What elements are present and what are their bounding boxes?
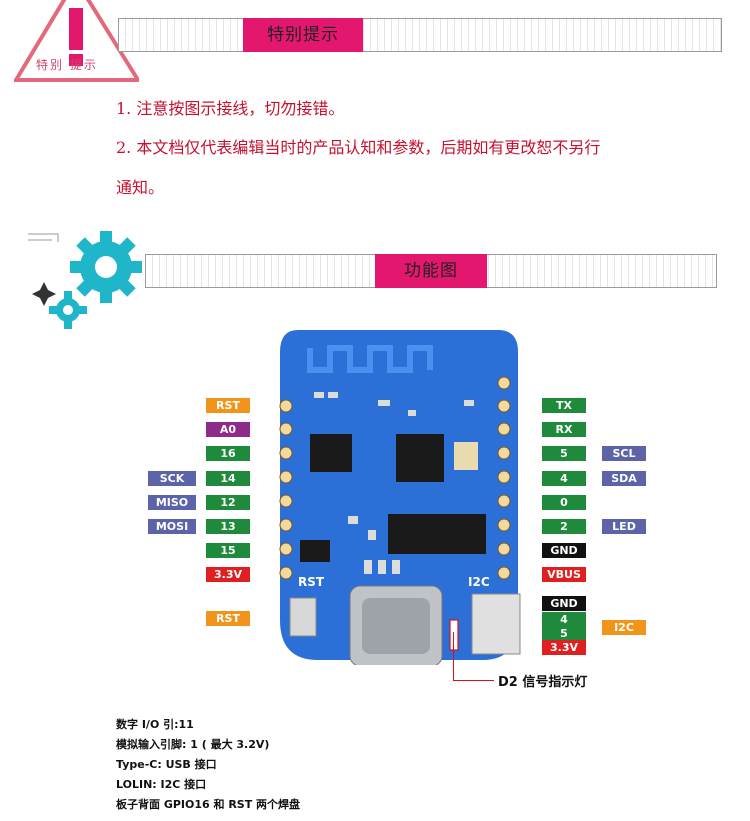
i2c-pin-5: 5 xyxy=(542,626,586,641)
spec-line-5: 板子背面 GPIO16 和 RST 两个焊盘 xyxy=(116,798,301,811)
pin-label-vbus: VBUS xyxy=(542,567,586,582)
board-diagram: RST I2C xyxy=(268,330,528,667)
notice-line-3: 通知。 xyxy=(116,178,165,197)
alt-label-scl: SCL xyxy=(602,446,646,461)
notice-line-1: 1. 注意按图示接线，切勿接错。 xyxy=(116,99,345,118)
alt-label-led: LED xyxy=(602,519,646,534)
warning-triangle-icon xyxy=(12,0,142,82)
pin-label-rx: RX xyxy=(542,422,586,437)
pin-label-a0: A0 xyxy=(206,422,250,437)
rst-button-label: RST xyxy=(206,611,250,626)
spec-line-1: 数字 I/O 引:11 xyxy=(116,718,194,731)
function-banner-title: 功能图 xyxy=(375,254,487,288)
spec-line-4: LOLIN: I2C 接口 xyxy=(116,778,207,791)
i2c-pin-3v3: 3.3V xyxy=(542,640,586,655)
alt-label-miso: MISO xyxy=(148,495,196,510)
warning-badge: 特别 提示 xyxy=(12,0,142,82)
pin-label-0: 0 xyxy=(542,495,586,510)
i2c-pin-4: 4 xyxy=(542,612,586,627)
pin-label-12: 12 xyxy=(206,495,250,510)
pin-label-tx: TX xyxy=(542,398,586,413)
pin-label-15: 15 xyxy=(206,543,250,558)
pin-label-rst: RST xyxy=(206,398,250,413)
pin-label-14: 14 xyxy=(206,471,250,486)
notice-line-2: 2. 本文档仅代表编辑当时的产品认知和参数，后期如有更改恕不另行 xyxy=(116,138,601,157)
pin-label-5: 5 xyxy=(542,446,586,461)
led-callout-line xyxy=(453,632,494,681)
led-callout-text: D2 信号指示灯 xyxy=(498,675,588,690)
silk-i2c: I2C xyxy=(468,575,490,589)
warning-badge-text: 特别 提示 xyxy=(36,58,98,72)
alt-label-mosi: MOSI xyxy=(148,519,196,534)
pin-label-gnd: GND xyxy=(542,543,586,558)
pin-label-3v3: 3.3V xyxy=(206,567,250,582)
pin-label-4: 4 xyxy=(542,471,586,486)
i2c-port-label: I2C xyxy=(602,620,646,635)
spec-line-2: 模拟输入引脚: 1 ( 最大 3.2V) xyxy=(116,738,270,751)
pin-label-13: 13 xyxy=(206,519,250,534)
pin-label-16: 16 xyxy=(206,446,250,461)
pin-label-2: 2 xyxy=(542,519,586,534)
i2c-pin-gnd: GND xyxy=(542,596,586,611)
notice-banner xyxy=(118,18,722,52)
silk-rst: RST xyxy=(298,575,325,589)
notice-banner-title: 特别提示 xyxy=(243,18,363,52)
gear-icon xyxy=(18,222,148,332)
alt-label-sck: SCK xyxy=(148,471,196,486)
spec-line-3: Type-C: USB 接口 xyxy=(116,758,217,771)
alt-label-sda: SDA xyxy=(602,471,646,486)
